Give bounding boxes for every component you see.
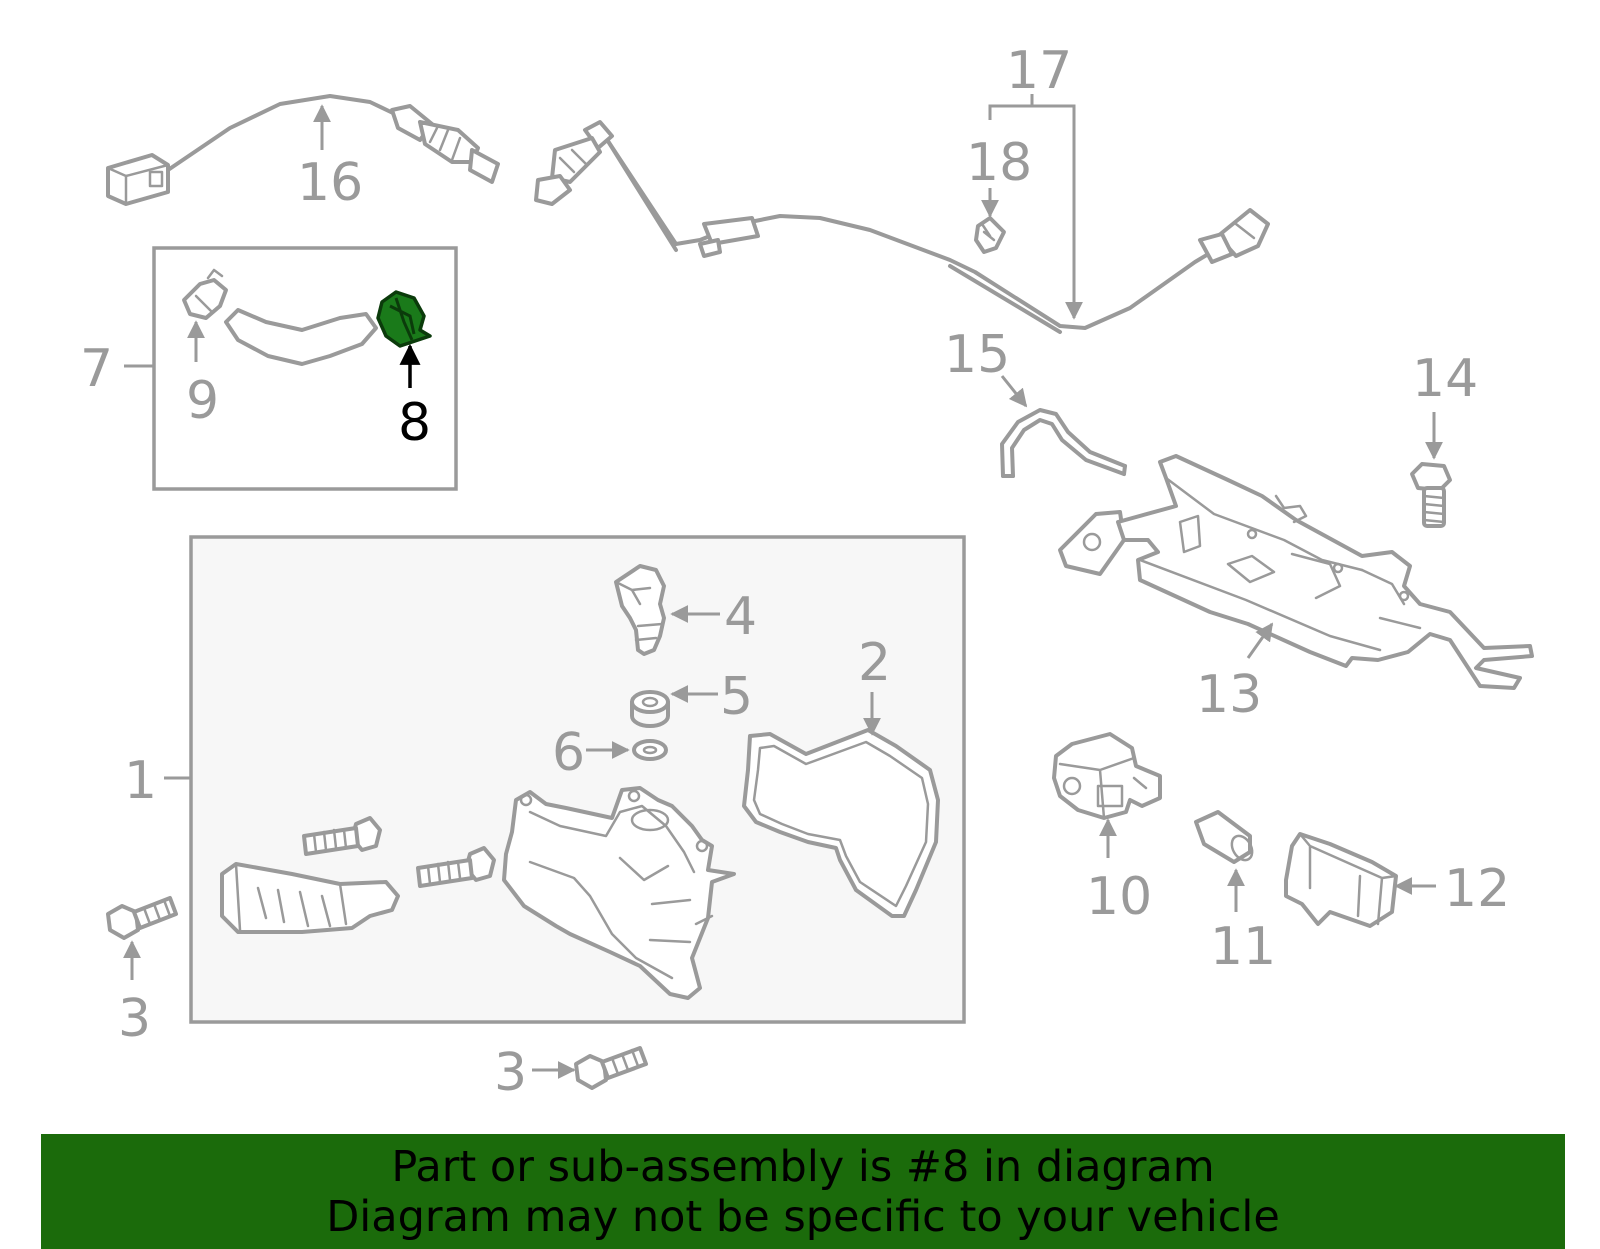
banner-line-1: Part or sub-assembly is #8 in diagram: [391, 1142, 1215, 1192]
callout-5: 5: [720, 667, 753, 727]
gasket-part-2: [742, 728, 940, 918]
bolt-group-1-b: [416, 846, 496, 888]
bolt-group-1-a: [302, 816, 382, 856]
clip-part-18: [974, 216, 1006, 254]
tube-part-15: [1000, 408, 1127, 478]
clamp-part-9: [182, 268, 228, 320]
banner-line-2: Diagram may not be specific to your vehi…: [326, 1192, 1280, 1242]
callout-18: 18: [966, 133, 1032, 193]
sensor-part-4: [614, 564, 666, 656]
callout-3-bottom: 3: [494, 1043, 527, 1103]
bolt-part-14: [1410, 462, 1452, 528]
valve-part-10: [1052, 732, 1162, 820]
callout-11: 11: [1210, 917, 1276, 977]
group-box-7: [152, 246, 458, 491]
callout-8: 8: [398, 393, 431, 453]
callout-2: 2: [858, 633, 891, 693]
oxygen-sensor-part-17: [534, 120, 1270, 334]
callout-17: 17: [1006, 41, 1072, 101]
callout-1: 1: [124, 751, 157, 811]
bracket-part-13: [1058, 454, 1534, 690]
callout-3-left: 3: [118, 989, 151, 1049]
callout-10: 10: [1086, 867, 1152, 927]
grommet-part-5: [630, 690, 670, 728]
cover-part-1: [502, 786, 736, 1000]
callout-12: 12: [1444, 859, 1510, 919]
callout-14: 14: [1412, 349, 1478, 409]
info-banner: Part or sub-assembly is #8 in diagram Di…: [41, 1134, 1565, 1249]
callout-4: 4: [724, 587, 757, 647]
callout-16: 16: [297, 153, 363, 213]
bolt-part-3-bottom: [574, 1046, 648, 1090]
bolt-part-3-left: [106, 896, 178, 940]
module-part-12: [1284, 832, 1398, 928]
clamp-part-8-highlighted: [376, 290, 432, 348]
callout-9: 9: [186, 371, 219, 431]
filter-part-11: [1194, 810, 1254, 864]
leader-15: [1000, 375, 1028, 408]
callout-6: 6: [552, 723, 585, 783]
leader-13: [1246, 622, 1274, 659]
bracket-part-1-left: [220, 862, 400, 934]
washer-part-6: [632, 739, 668, 761]
callout-13: 13: [1196, 665, 1262, 725]
callout-15: 15: [944, 325, 1010, 385]
oxygen-sensor-part-16: [106, 94, 500, 206]
callout-7: 7: [80, 339, 113, 399]
hose-part-7: [224, 308, 378, 366]
